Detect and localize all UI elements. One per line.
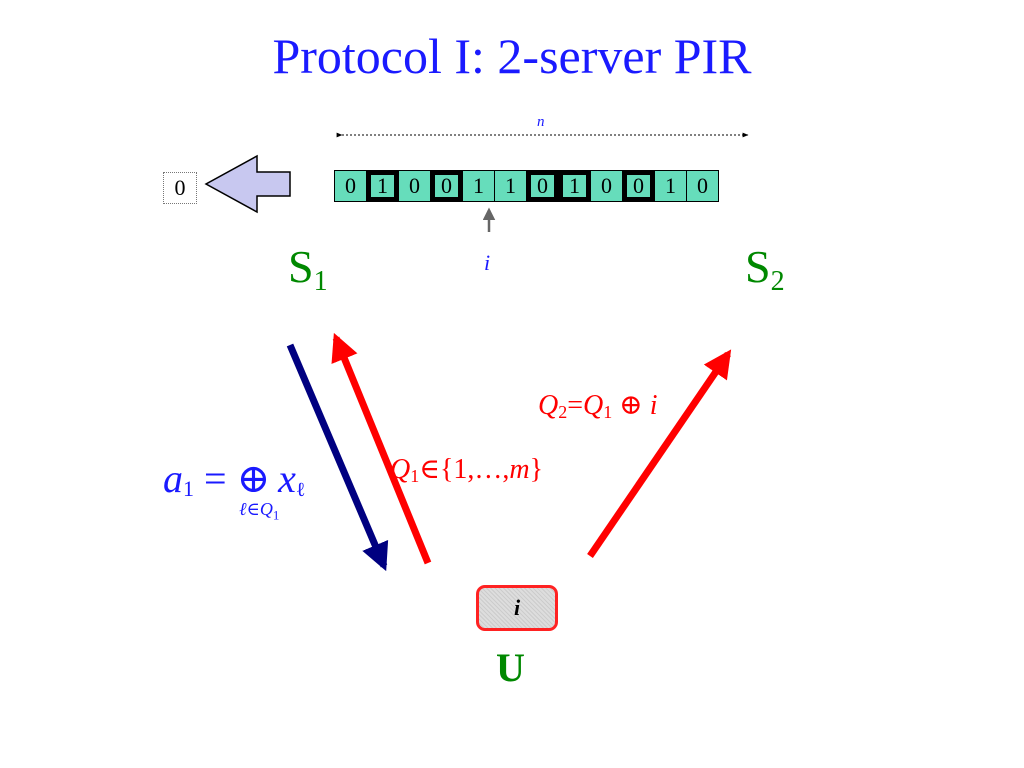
- database-array: 0 1 0 0 1 1 0 1 0 0 1 0: [334, 170, 719, 202]
- result-arrow: [204, 154, 291, 214]
- user-index-box: i: [476, 585, 558, 631]
- index-label: i: [484, 250, 491, 275]
- database-cell-selected: 0: [526, 170, 559, 202]
- database-cell-selected: 0: [430, 170, 463, 202]
- query-2-label: Q2=Q1 ⊕ i: [538, 390, 658, 422]
- user-label: U: [496, 645, 525, 690]
- server-2-label: S2: [745, 241, 785, 297]
- database-cell: 0: [334, 170, 367, 202]
- query-1-arrow: [331, 332, 432, 565]
- database-cell: 0: [398, 170, 431, 202]
- server-1-label: S1: [288, 241, 328, 297]
- result-value-box: 0: [163, 172, 197, 204]
- database-cell-selected: 1: [558, 170, 591, 202]
- database-cell: 0: [686, 170, 719, 202]
- answer-arrow: [286, 343, 389, 572]
- n-label: n: [537, 114, 545, 130]
- database-cell-selected: 1: [366, 170, 399, 202]
- database-cell-selected: 0: [622, 170, 655, 202]
- slide-title: Protocol I: 2-server PIR: [272, 28, 752, 84]
- query-1-label: Q1∈{1,…,m}: [390, 454, 544, 486]
- query-2-arrow: [587, 349, 732, 558]
